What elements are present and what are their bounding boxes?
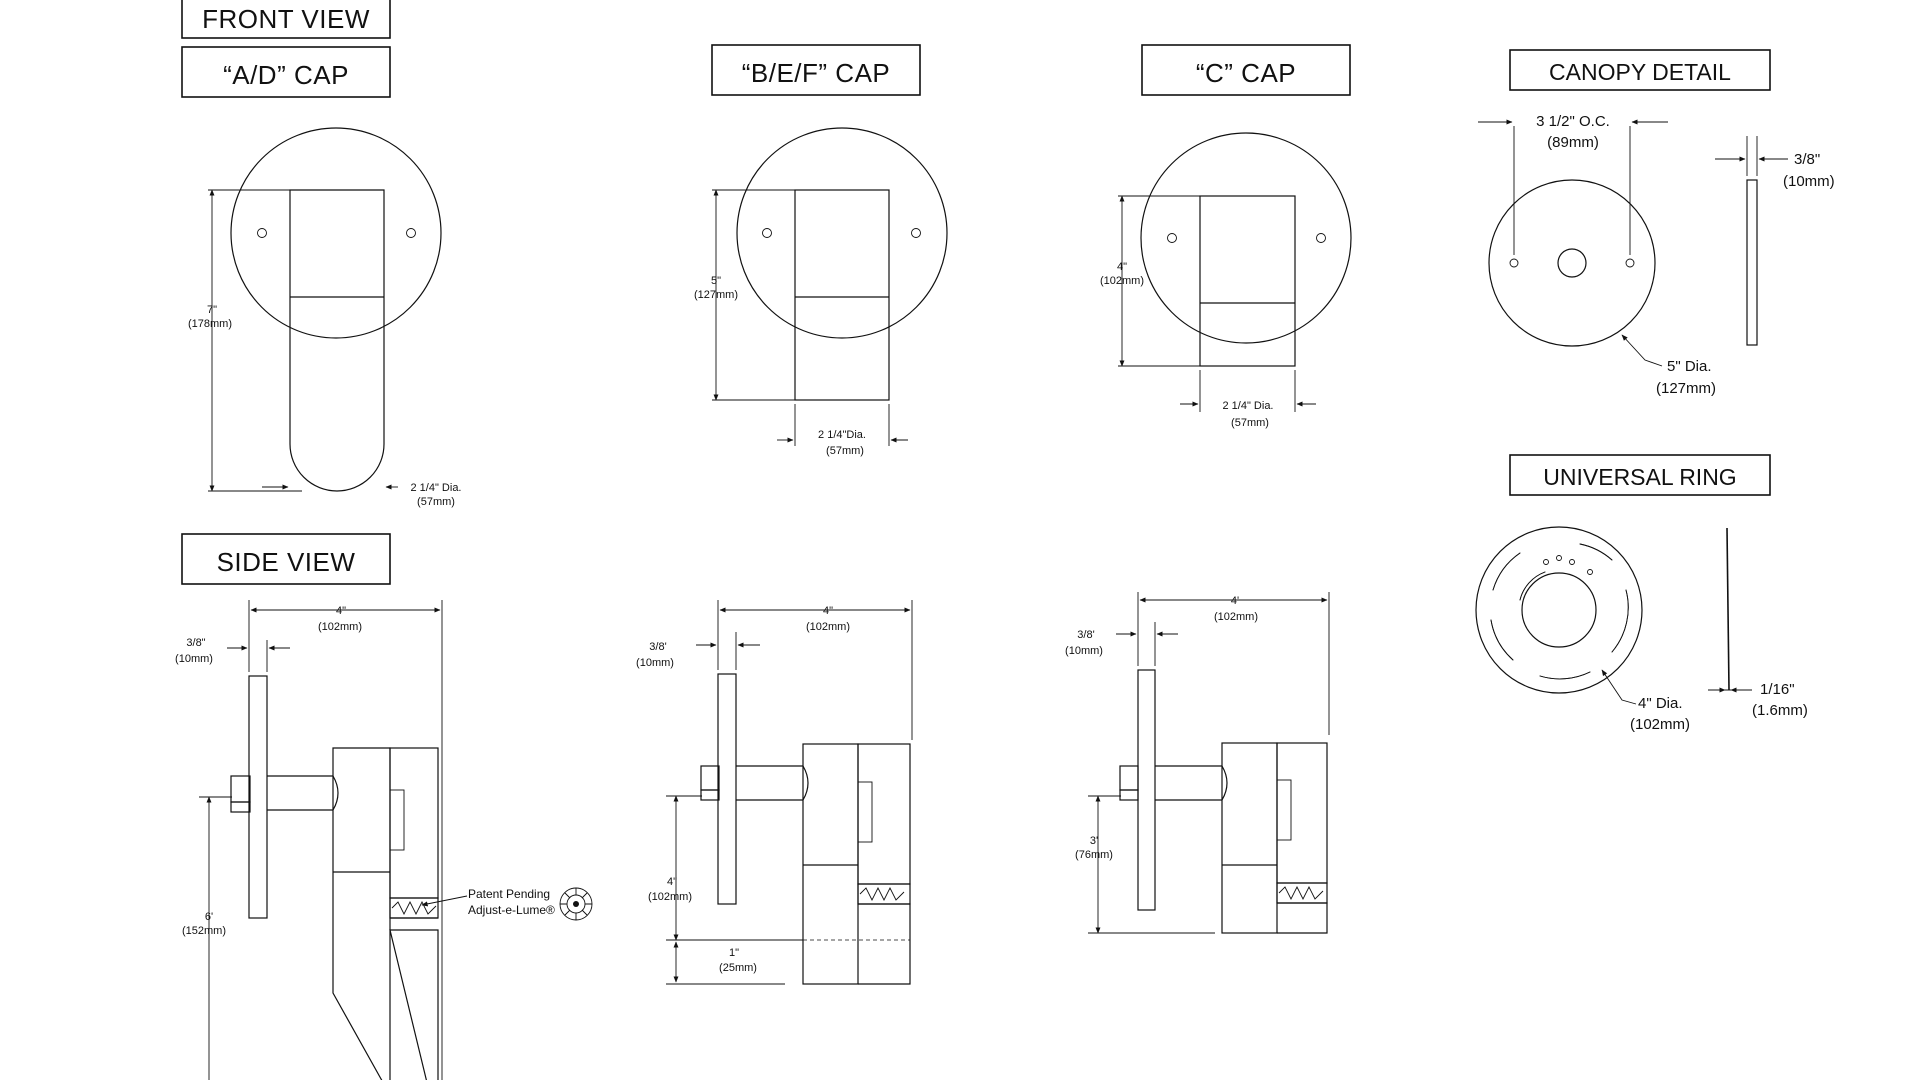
titles-universal-ring-label: UNIVERSAL RING xyxy=(1543,464,1736,490)
title-canopy-detail: CANOPY DETAIL xyxy=(1509,49,1771,91)
side-bef-ext-mm-label: (25mm) xyxy=(719,962,757,974)
side-ad-drop-mm-label: (152mm) xyxy=(182,925,226,937)
front-c-height-in-label: 4" xyxy=(1117,261,1127,273)
side-ad-drawing: 4" (102mm) 3/8" (10mm) 6' (152mm) Patent… xyxy=(175,600,593,1080)
side-bef-drawing: 4" (102mm) 3/8' (10mm) 4" (102mm) 1" (25… xyxy=(636,600,913,985)
canopy-thick-in-label: 3/8" xyxy=(1794,151,1820,168)
side-c-depth-mm-label: (102mm) xyxy=(1214,611,1258,623)
ring-thick-mm-label: (1.6mm) xyxy=(1752,702,1808,719)
side-bef-plate-mm-label: (10mm) xyxy=(636,657,674,669)
ring-dia-mm-label: (102mm) xyxy=(1630,716,1690,733)
side-ad-drop-in-label: 6' xyxy=(205,911,213,923)
front-bef-dia-mm-label: (57mm) xyxy=(826,445,864,457)
side-ad-plate-mm-label: (10mm) xyxy=(175,653,213,665)
titles-canopy-detail-label: CANOPY DETAIL xyxy=(1549,59,1731,85)
front-ad-cap-drawing: 7" (178mm) 2 1/4" Dia. (57mm) xyxy=(188,127,462,508)
front-bef-height-mm-label: (127mm) xyxy=(694,289,738,301)
adjust-e-lume-badge-icon xyxy=(559,887,593,921)
front-c-dia-in-label: 2 1/4" Dia. xyxy=(1223,400,1274,412)
titles-bef-cap-label: “B/E/F” CAP xyxy=(742,58,891,88)
titles-c-cap-label: “C” CAP xyxy=(1196,58,1296,88)
front-ad-dia-in-label: 2 1/4" Dia. xyxy=(411,482,462,494)
canopy-oc-mm-label: (89mm) xyxy=(1547,134,1599,151)
side-bef-drop-mm-label: (102mm) xyxy=(648,891,692,903)
side-ad-depth-mm-label: (102mm) xyxy=(318,621,362,633)
ring-dia-in-label: 4" Dia. xyxy=(1638,695,1683,712)
front-c-cap-drawing: 4" (102mm) 2 1/4" Dia. (57mm) xyxy=(1100,132,1352,429)
side-c-plate-in-label: 3/8' xyxy=(1077,629,1094,641)
title-bef-cap: “B/E/F” CAP xyxy=(711,44,921,96)
side-c-drop-mm-label: (76mm) xyxy=(1075,849,1113,861)
canopy-oc-in-label: 3 1/2" O.C. xyxy=(1536,113,1610,130)
titles-side-view-label: SIDE VIEW xyxy=(217,547,356,577)
canopy-detail-drawing: 3 1/2" O.C. (89mm) 3/8" (10mm) 5" Dia. (… xyxy=(1478,113,1835,397)
side-c-drawing: 4' (102mm) 3/8' (10mm) 3' (76mm) xyxy=(1065,592,1330,934)
titles-front-view-label: FRONT VIEW xyxy=(202,4,370,34)
canopy-thick-mm-label: (10mm) xyxy=(1783,173,1835,190)
front-ad-height-mm-label: (178mm) xyxy=(188,318,232,330)
title-front-view: FRONT VIEW xyxy=(181,0,391,39)
side-ad-plate-in-label: 3/8" xyxy=(186,637,205,649)
front-c-dia-mm-label: (57mm) xyxy=(1231,417,1269,429)
front-ad-height-in-label: 7" xyxy=(207,304,217,316)
side-bef-drop-in-label: 4" xyxy=(667,876,677,888)
universal-ring-drawing: 1/16" (1.6mm) 4" Dia. (102mm) xyxy=(1475,526,1808,733)
canopy-dia-mm-label: (127mm) xyxy=(1656,380,1716,397)
front-bef-dia-in-label: 2 1/4"Dia. xyxy=(818,429,866,441)
side-ad-note-line2-label: Adjust-e-Lume® xyxy=(468,903,555,917)
title-side-view: SIDE VIEW xyxy=(181,533,391,585)
side-c-drop-in-label: 3' xyxy=(1090,835,1098,847)
title-c-cap: “C” CAP xyxy=(1141,44,1351,96)
side-bef-depth-mm-label: (102mm) xyxy=(806,621,850,633)
title-universal-ring: UNIVERSAL RING xyxy=(1509,454,1771,496)
front-bef-cap-drawing: 5" (127mm) 2 1/4"Dia. (57mm) xyxy=(694,127,948,457)
canopy-dia-in-label: 5" Dia. xyxy=(1667,358,1712,375)
side-bef-plate-in-label: 3/8' xyxy=(649,641,666,653)
ring-thick-in-label: 1/16" xyxy=(1760,681,1795,698)
title-ad-cap: “A/D” CAP xyxy=(181,46,391,98)
side-c-plate-mm-label: (10mm) xyxy=(1065,645,1103,657)
side-ad-note-line1-label: Patent Pending xyxy=(468,887,550,901)
side-bef-ext-in-label: 1" xyxy=(729,947,739,959)
titles-ad-cap-label: “A/D” CAP xyxy=(223,60,349,90)
side-c-depth-in-label: 4' xyxy=(1231,595,1239,607)
front-ad-dia-mm-label: (57mm) xyxy=(417,496,455,508)
side-ad-depth-in-label: 4" xyxy=(336,605,346,617)
front-bef-height-in-label: 5" xyxy=(711,275,721,287)
side-bef-depth-in-label: 4" xyxy=(823,605,833,617)
front-c-height-mm-label: (102mm) xyxy=(1100,275,1144,287)
